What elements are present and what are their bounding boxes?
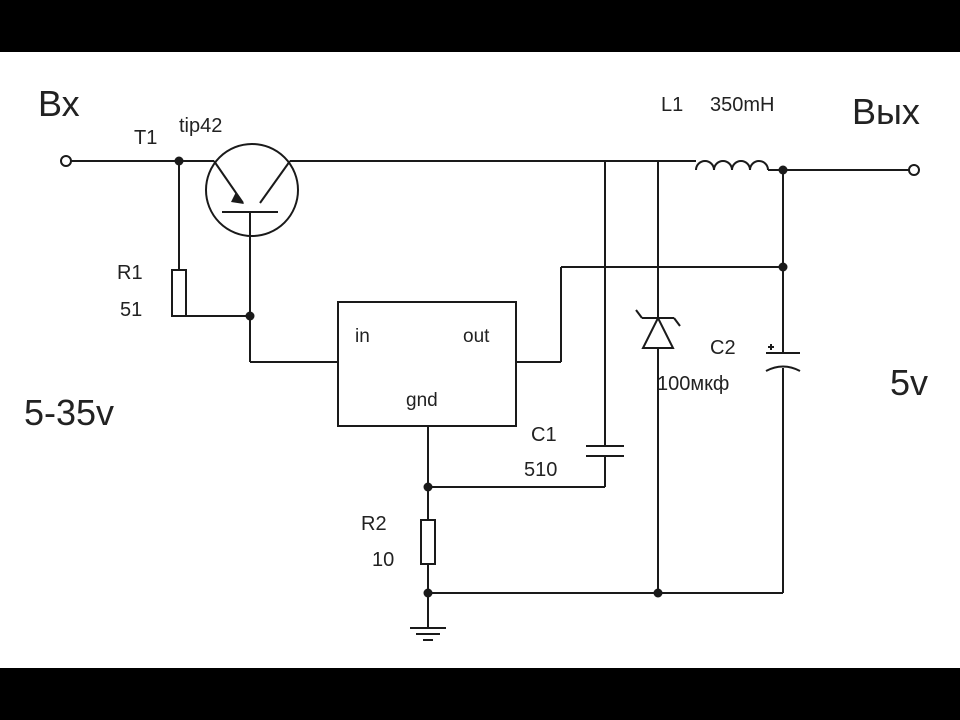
output-terminal [908,164,920,176]
schematic: Вх Вых 5-35v 5v T1 tip42 L1 350mH R1 51 … [24,83,928,641]
transistor-t1 [205,143,299,237]
capacitor-c1 [586,445,624,457]
c2-ref-label: C2 [710,337,736,359]
resistor-r1 [171,269,187,317]
ic-gnd-label: gnd [406,390,438,411]
input-terminal [60,155,72,167]
resistor-r2 [420,519,436,565]
l1-ref-label: L1 [661,94,683,116]
l1-value-label: 350mH [710,94,774,116]
r1-ref-label: R1 [117,262,143,284]
c1-value-label: 510 [524,459,557,481]
t1-ref-label: T1 [134,127,157,149]
c2-value-label: 100мкф [657,373,729,395]
t1-part-label: tip42 [179,115,222,137]
c1-ref-label: C1 [531,424,557,446]
junction-base [245,311,255,321]
input-label: Вх [38,83,80,124]
diode [635,309,681,349]
ic-in-label: in [355,326,370,347]
ic-out-label: out [463,326,490,347]
inductor-l1 [695,160,783,171]
r1-value-label: 51 [120,299,142,321]
r2-value-label: 10 [372,549,394,571]
r2-ref-label: R2 [361,513,387,535]
output-label: Вых [852,91,920,132]
input-range-label: 5-35v [24,392,114,433]
capacitor-c2 [765,344,801,372]
schematic-canvas: Вх Вых 5-35v 5v T1 tip42 L1 350mH R1 51 … [0,52,960,668]
output-voltage-label: 5v [890,362,928,403]
ground-icon [410,627,446,641]
junction-diode [653,588,663,598]
